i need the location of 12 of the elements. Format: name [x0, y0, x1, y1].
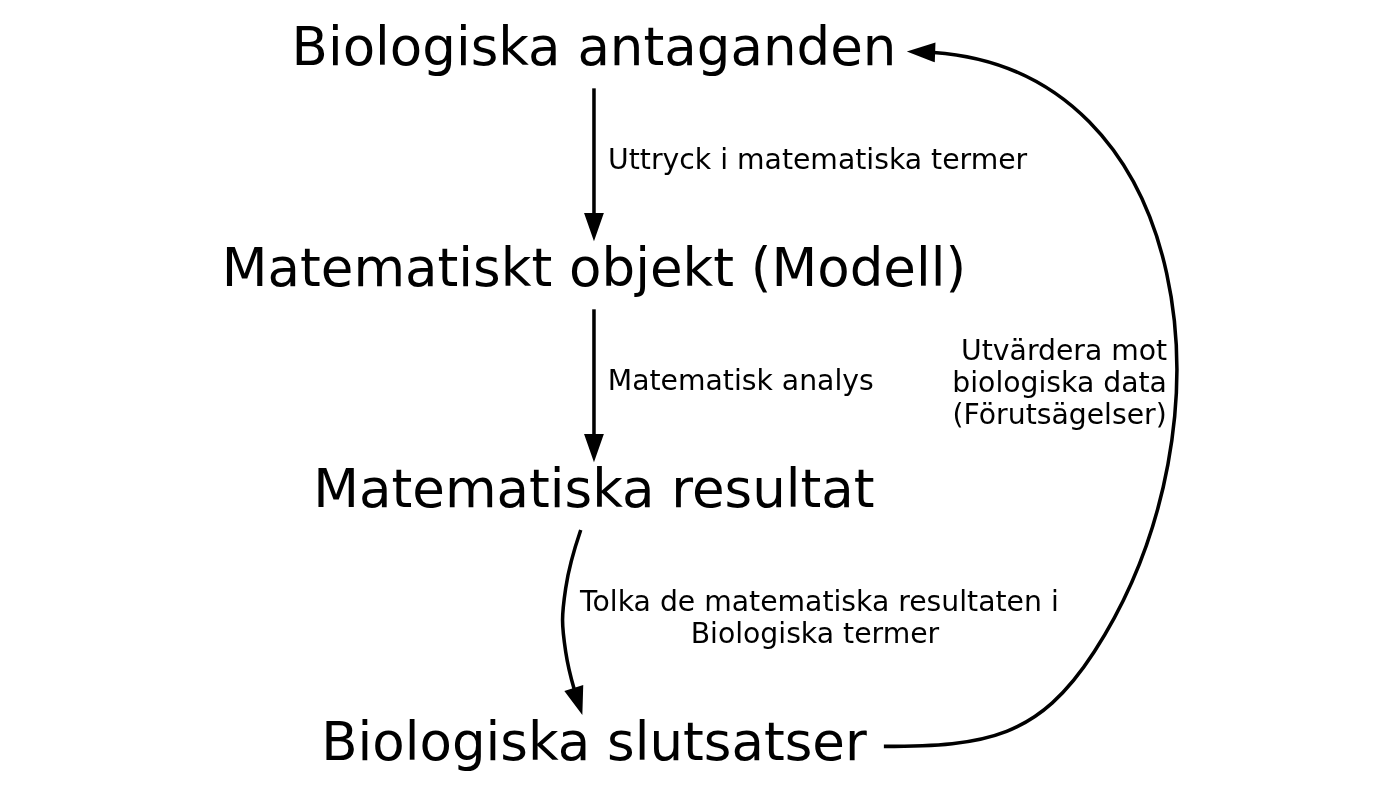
node-text: Biologiska antaganden	[291, 15, 896, 78]
edge-label: Uttryck i matematiska termer	[607, 142, 1027, 176]
node-text: Matematiska resultat	[312, 457, 875, 520]
node-text: Matematiskt objekt (Modell)	[221, 236, 966, 299]
edge-label: Tolka de matematiska resultaten i Biologiska termer	[579, 584, 1059, 650]
arrow	[583, 309, 604, 463]
arrow	[583, 88, 604, 242]
arrow	[883, 42, 1178, 749]
arrow	[560, 529, 583, 715]
node-text: Biologiska slutsatser	[320, 710, 867, 773]
edge-label: Utvärdera mot biologiska data (Förutsägelser)	[951, 334, 1167, 431]
edge-label: Matematisk analys	[607, 363, 874, 397]
